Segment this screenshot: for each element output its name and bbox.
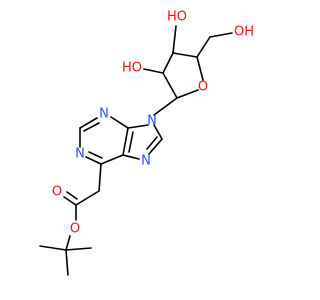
hydroxyl-label-top: HO xyxy=(167,10,187,25)
bond-c5-oh xyxy=(209,32,233,38)
bond-ch2-carbonyl-c xyxy=(75,190,100,206)
bond-c1-n9 xyxy=(153,97,178,116)
ring-oxygen-label: O xyxy=(198,80,208,95)
bond-c4p-c5p-double xyxy=(128,131,134,153)
bond-c6-c5p xyxy=(100,154,124,165)
molecule-structure: HO HO OH O N N N N O O xyxy=(39,10,254,276)
bond-cq-me-left xyxy=(39,245,67,251)
bond-carbonyl-c-o-double xyxy=(66,191,78,200)
bond-ester-o-cq xyxy=(65,235,71,251)
bond-n3-c2p xyxy=(79,117,98,129)
bond-c4p-c5p xyxy=(122,127,129,156)
hydroxyl-label-right: OH xyxy=(234,25,254,40)
bond-n9-c8 xyxy=(153,124,163,140)
bond-n9-c4p xyxy=(127,124,149,129)
bond-c8-n7 xyxy=(148,138,163,155)
bonds xyxy=(39,25,233,276)
bond-c3-c4 xyxy=(172,52,198,58)
bond-c4p-n3 xyxy=(110,116,129,129)
bond-n1-c6 xyxy=(85,156,102,165)
bond-c6-ch2 xyxy=(98,163,102,192)
bond-c3-c2 xyxy=(162,52,174,74)
nitrogen-n7-label: N xyxy=(141,154,151,169)
bond-c4-c5 xyxy=(196,36,211,58)
bond-ring-o-c1 xyxy=(176,89,199,99)
bond-n3-c2p-double xyxy=(83,122,100,132)
bond-c8-n7-double xyxy=(146,136,158,150)
bond-cq-me-bottom xyxy=(65,249,69,276)
nitrogen-n3-label: N xyxy=(99,107,109,122)
bond-c3-oh xyxy=(172,25,177,54)
bond-carbonyl-c-o xyxy=(63,196,77,206)
ester-oxygen-label: O xyxy=(70,222,80,237)
nitrogen-n9-label: N xyxy=(147,114,157,129)
atom-labels: HO HO OH O N N N N O O xyxy=(52,10,254,237)
bond-c2-c1 xyxy=(162,72,178,99)
bond-n7-c5p xyxy=(122,154,140,160)
hydroxyl-label-left: HO xyxy=(122,61,142,76)
bond-c2-oh xyxy=(143,68,164,74)
nitrogen-n1-label: N xyxy=(75,147,85,162)
bond-cq-me-right xyxy=(65,247,92,251)
bond-c4-ring-o xyxy=(196,56,204,81)
bond-n1-c6-double xyxy=(88,151,103,159)
carbonyl-oxygen-label: O xyxy=(52,185,62,200)
